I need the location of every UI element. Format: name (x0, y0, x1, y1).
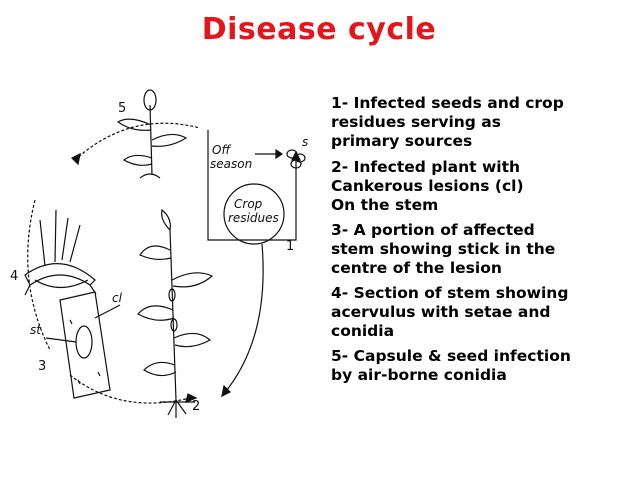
point-line: residues serving as (331, 113, 501, 131)
lesion-label: cl (112, 291, 123, 305)
point-line: 5- Capsule & seed infection (331, 347, 571, 365)
point-2: 2- Infected plant with Cankerous lesions… (331, 158, 636, 215)
stem-portion-sketch (45, 291, 121, 399)
point-line: centre of the lesion (331, 259, 502, 277)
connector-box (207, 130, 297, 241)
point-1: 1- Infected seeds and crop residues serv… (331, 94, 636, 151)
infection-arrow (221, 243, 264, 397)
crop-residues-circle (223, 183, 285, 245)
point-line: On the stem (331, 196, 439, 214)
infected-plant-sketch (137, 208, 214, 418)
point-line: by air-borne conidia (331, 366, 507, 384)
stage-5-label: 5 (118, 101, 126, 116)
point-line: 3- A portion of affected (331, 221, 535, 239)
stage-2-label: 2 (192, 399, 200, 414)
acervulus-section-sketch (24, 209, 97, 296)
point-line: primary sources (331, 132, 473, 150)
cycle-arrowhead-bottom (185, 393, 198, 403)
point-line: Cankerous lesions (cl) (331, 177, 524, 195)
point-3: 3- A portion of affected stem showing st… (331, 221, 636, 278)
capsule-plant-sketch (116, 89, 188, 179)
crop-residues-label-2: residues (228, 211, 279, 225)
infection-arrowhead (221, 384, 232, 398)
point-line: 4- Section of stem showing (331, 284, 569, 302)
point-line: 2- Infected plant with (331, 158, 521, 176)
off-season-label-2: season (210, 157, 252, 171)
off-season-label: Off (212, 143, 231, 157)
stick-label: st (30, 323, 42, 337)
seed-label: s (302, 135, 308, 149)
point-5: 5- Capsule & seed infection by air-borne… (331, 347, 636, 385)
cycle-arc-top (74, 122, 201, 161)
slide-title: Disease cycle (201, 12, 437, 47)
point-line: 1- Infected seeds and crop (331, 94, 564, 112)
seed-arrowhead (275, 148, 284, 160)
stage-3-label: 3 (38, 359, 46, 374)
point-line: conidia (331, 322, 395, 340)
disease-cycle-diagram: Off season Crop residues s cl st 1 2 3 4… (10, 89, 308, 418)
point-4: 4- Section of stem showing acervulus wit… (331, 284, 636, 341)
cycle-arc-bottom (69, 374, 191, 404)
stage-4-label: 4 (10, 269, 18, 284)
crop-residues-label: Crop (234, 197, 263, 211)
cycle-points-list: 1- Infected seeds and crop residues serv… (331, 94, 636, 391)
stage-1-label: 1 (286, 239, 294, 254)
seeds-sketch (286, 149, 306, 169)
point-line: acervulus with setae and (331, 303, 551, 321)
cycle-arc-left (27, 199, 51, 351)
point-line: stem showing stick in the (331, 240, 556, 258)
cycle-arrowhead-top (70, 152, 81, 166)
